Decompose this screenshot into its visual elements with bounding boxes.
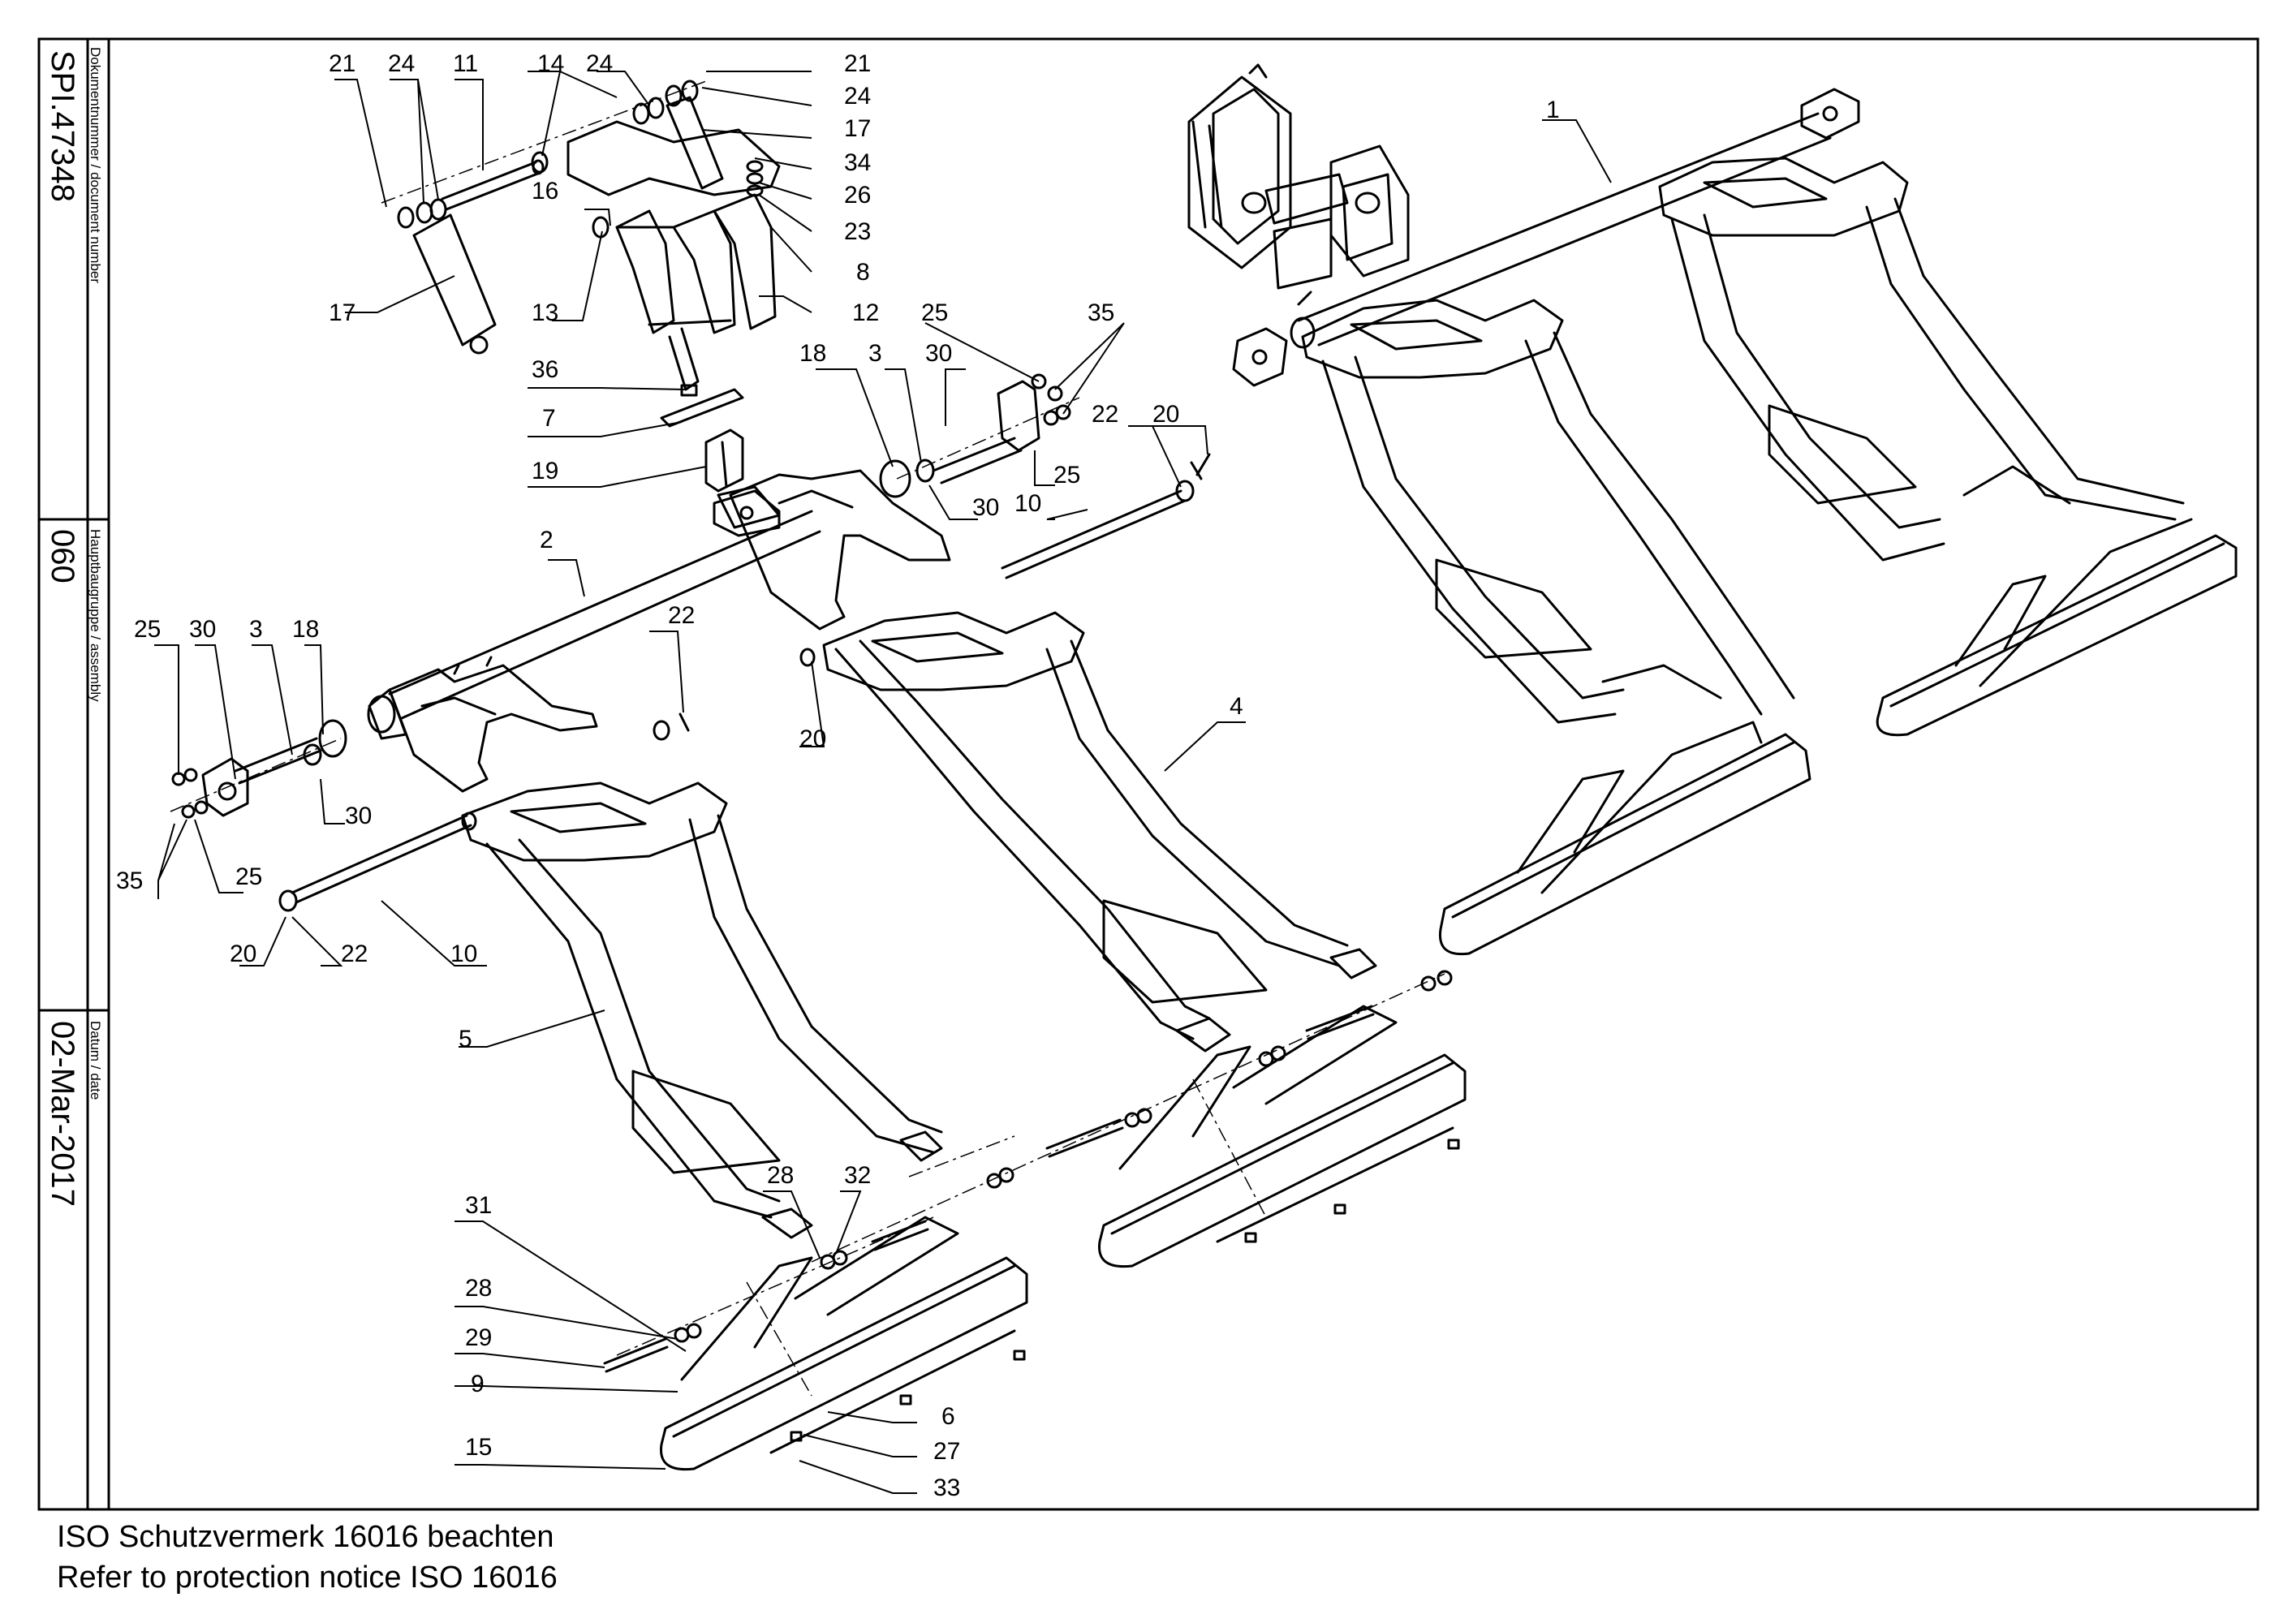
wear-plate-bolts xyxy=(790,1139,1460,1442)
callout-25: 25 xyxy=(921,299,948,326)
callout-31: 31 xyxy=(465,1192,492,1219)
frame-5 xyxy=(461,781,943,1239)
callout-23: 23 xyxy=(844,218,871,245)
small-pins xyxy=(653,461,1203,741)
protection-notice-de: ISO Schutzvermerk 16016 beachten xyxy=(57,1520,554,1554)
callout-24: 24 xyxy=(388,50,415,77)
callout-19: 19 xyxy=(532,458,558,484)
callout-13: 13 xyxy=(532,299,558,326)
pin-3-lower xyxy=(171,719,347,819)
callout-7: 7 xyxy=(542,405,556,432)
assembly-axes xyxy=(170,80,1445,1397)
callout-6: 6 xyxy=(941,1403,955,1430)
callout-3: 3 xyxy=(868,340,882,367)
callout-21: 21 xyxy=(844,50,871,77)
callout-20: 20 xyxy=(799,725,826,752)
callout-35: 35 xyxy=(116,867,143,894)
spring-17-left xyxy=(412,213,497,355)
callout-15: 15 xyxy=(465,1434,492,1461)
callout-1: 1 xyxy=(1546,97,1560,123)
callout-25: 25 xyxy=(1053,462,1080,489)
pin-10-upper xyxy=(1001,453,1211,579)
assembly-caption: Hauptbaugruppe / assembly xyxy=(88,529,103,702)
main-shaft-2 xyxy=(367,510,821,740)
end-bracket-right xyxy=(1800,88,1860,140)
frame-far-right xyxy=(1658,157,2185,562)
document-number: SPI.47348 xyxy=(45,50,80,202)
washers-upper-left xyxy=(397,80,764,239)
callout-8: 8 xyxy=(856,259,870,286)
callout-5: 5 xyxy=(459,1026,472,1053)
callout-16: 16 xyxy=(532,178,558,204)
callout-33: 33 xyxy=(933,1474,960,1501)
callout-labels: 21 24 11 14 24 21 24 17 34 26 23 8 16 13… xyxy=(116,50,1560,1501)
hitch-bracket-assembly xyxy=(1187,63,1410,306)
skid-shoe-upper-right-a xyxy=(1438,721,1811,956)
spring-17-right xyxy=(666,96,724,190)
callout-24: 24 xyxy=(586,50,613,77)
callout-25: 25 xyxy=(235,863,262,890)
linkage-bracket-upper xyxy=(566,120,781,391)
callout-29: 29 xyxy=(465,1324,492,1351)
drawing-frame xyxy=(37,37,2259,1511)
clamp-19 xyxy=(704,428,744,493)
callout-17: 17 xyxy=(329,299,355,326)
bolt-set-middle xyxy=(1045,970,1453,1158)
skid-shoe-upper-right-b xyxy=(1876,518,2238,737)
callout-25: 25 xyxy=(134,616,161,643)
protection-notice-en: Refer to protection notice ISO 16016 xyxy=(57,1561,558,1595)
callout-11: 11 xyxy=(453,50,478,77)
plate-7 xyxy=(660,388,744,428)
callout-24: 24 xyxy=(844,83,871,110)
callout-10: 10 xyxy=(1014,490,1041,517)
callout-36: 36 xyxy=(532,356,558,383)
callout-30: 30 xyxy=(972,494,999,521)
callout-22: 22 xyxy=(1092,401,1118,428)
frame-4 xyxy=(822,611,1377,1053)
callout-2: 2 xyxy=(540,527,554,553)
pin-3-upper xyxy=(879,373,1071,498)
callout-30: 30 xyxy=(345,803,372,829)
callout-18: 18 xyxy=(292,616,319,643)
shaft-arm-right xyxy=(717,469,951,631)
date-caption: Datum / date xyxy=(88,1021,103,1100)
callout-34: 34 xyxy=(844,149,871,176)
callout-4: 4 xyxy=(1230,693,1243,720)
callout-35: 35 xyxy=(1088,299,1114,326)
callout-9: 9 xyxy=(471,1371,485,1397)
leader-lines xyxy=(154,71,1612,1494)
callout-14: 14 xyxy=(537,50,564,77)
callout-26: 26 xyxy=(844,182,871,209)
document-number-caption: Dokumentnummer / document number xyxy=(88,47,103,283)
callout-21: 21 xyxy=(329,50,355,77)
end-bracket-left xyxy=(1232,327,1288,387)
callout-3: 3 xyxy=(249,616,263,643)
assembly-number: 060 xyxy=(45,529,80,583)
drawing-date: 02-Mar-2017 xyxy=(45,1021,80,1207)
block-36 xyxy=(680,384,698,397)
callout-18: 18 xyxy=(799,340,826,367)
callout-10: 10 xyxy=(450,941,477,967)
pin-11 xyxy=(441,159,545,211)
callout-32: 32 xyxy=(844,1162,871,1189)
bolt-set-left xyxy=(603,1167,1014,1373)
pin-10-lower xyxy=(278,812,477,912)
lever-plate xyxy=(713,489,781,537)
shaft-arm-left xyxy=(388,656,598,793)
callout-20: 20 xyxy=(230,941,256,967)
callout-17: 17 xyxy=(844,115,871,142)
callout-28: 28 xyxy=(767,1162,794,1189)
callout-20: 20 xyxy=(1152,401,1179,428)
callout-27: 27 xyxy=(933,1438,960,1465)
callout-22: 22 xyxy=(341,941,368,967)
callout-12: 12 xyxy=(852,299,879,326)
callout-28: 28 xyxy=(465,1275,492,1302)
callout-22: 22 xyxy=(668,602,695,629)
skid-shoe-lower-left xyxy=(660,1216,1028,1471)
callout-30: 30 xyxy=(925,340,952,367)
frame-middle-right xyxy=(1301,299,1795,724)
callout-30: 30 xyxy=(189,616,216,643)
skid-shoe-lower-middle xyxy=(1098,1005,1467,1268)
